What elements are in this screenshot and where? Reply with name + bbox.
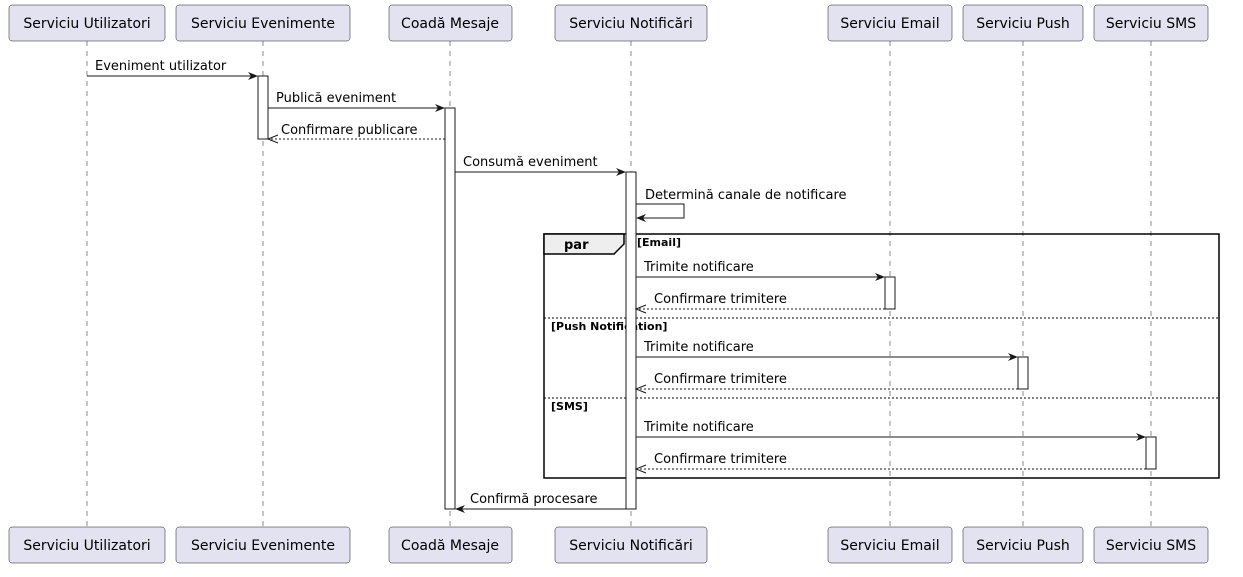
- message-10-label: Confirmare trimitere: [654, 452, 787, 467]
- message-9-label: Trimite notificare: [643, 420, 754, 435]
- svg-text:Serviciu Email: Serviciu Email: [840, 16, 939, 32]
- par-condition-email: [Email]: [637, 236, 681, 249]
- svg-text:Serviciu Push: Serviciu Push: [976, 16, 1070, 32]
- participant-queue-bottom: Coadă Mesaje: [388, 526, 513, 564]
- message-1-label: Publică eveniment: [276, 91, 396, 106]
- svg-text:Serviciu Notificări: Serviciu Notificări: [569, 538, 693, 554]
- par-fragment-tab: [543, 233, 625, 255]
- par-fragment: par [Email] [Push Notification] [SMS]: [543, 233, 1220, 479]
- par-condition-push: [Push Notification]: [551, 320, 667, 333]
- svg-text:Serviciu Evenimente: Serviciu Evenimente: [191, 16, 335, 32]
- svg-text:Coadă Mesaje: Coadă Mesaje: [401, 16, 499, 32]
- activation-events: [257, 75, 269, 140]
- participant-push-bottom: Serviciu Push: [962, 526, 1084, 564]
- svg-text:Serviciu Utilizatori: Serviciu Utilizatori: [23, 538, 150, 554]
- participant-users-top: Serviciu Utilizatori: [8, 4, 166, 42]
- message-10-arrowhead: [634, 464, 647, 474]
- participants-bottom: Serviciu Utilizatori Serviciu Evenimente…: [8, 526, 1209, 564]
- message-9-arrowhead: [1136, 433, 1146, 441]
- svg-text:Serviciu Utilizatori: Serviciu Utilizatori: [23, 16, 150, 32]
- svg-text:Serviciu Email: Serviciu Email: [840, 538, 939, 554]
- participant-notif-top: Serviciu Notificări: [554, 4, 708, 42]
- message-4-label: Determină canale de notificare: [645, 188, 847, 203]
- participant-sms-bottom: Serviciu SMS: [1093, 526, 1209, 564]
- message-11-arrowhead: [455, 505, 465, 513]
- message-7-label: Trimite notificare: [643, 340, 754, 355]
- message-2-label: Confirmare publicare: [281, 123, 418, 138]
- participants-top: Serviciu Utilizatori Serviciu Evenimente…: [8, 4, 1209, 42]
- message-0-label: Eveniment utilizator: [95, 59, 227, 74]
- message-11-label: Confirmă procesare: [470, 492, 598, 507]
- activation-email: [884, 276, 896, 310]
- svg-text:Serviciu SMS: Serviciu SMS: [1106, 538, 1196, 554]
- activation-push: [1017, 356, 1029, 390]
- message-4-arrowhead: [636, 214, 646, 222]
- par-fragment-frame: [543, 233, 1220, 479]
- participant-users-bottom: Serviciu Utilizatori: [8, 526, 166, 564]
- message-1-arrowhead: [435, 104, 445, 112]
- message-2-arrowhead: [266, 134, 279, 144]
- message-8-label: Confirmare trimitere: [654, 372, 787, 387]
- lifelines: [86, 41, 1152, 527]
- svg-text:Serviciu Push: Serviciu Push: [976, 538, 1070, 554]
- participant-queue-top: Coadă Mesaje: [388, 4, 513, 42]
- message-3-arrowhead: [616, 168, 626, 176]
- participant-events-bottom: Serviciu Evenimente: [175, 526, 351, 564]
- message-5-arrowhead: [875, 273, 885, 281]
- par-fragment-kind: par: [564, 238, 589, 253]
- activation-notif: [625, 171, 637, 510]
- message-6-label: Confirmare trimitere: [654, 292, 787, 307]
- participant-push-top: Serviciu Push: [962, 4, 1084, 42]
- messages: Eveniment utilizator Publică eveniment C…: [87, 59, 1146, 513]
- message-0-arrowhead: [248, 72, 258, 80]
- activation-sms: [1145, 436, 1157, 470]
- participant-notif-bottom: Serviciu Notificări: [554, 526, 708, 564]
- participant-email-top: Serviciu Email: [827, 4, 953, 42]
- message-5-label: Trimite notificare: [643, 260, 754, 275]
- message-4-line: [636, 203, 685, 219]
- svg-text:Serviciu Notificări: Serviciu Notificări: [569, 16, 693, 32]
- svg-text:Serviciu SMS: Serviciu SMS: [1106, 16, 1196, 32]
- message-7-arrowhead: [1008, 353, 1018, 361]
- svg-text:Coadă Mesaje: Coadă Mesaje: [401, 538, 499, 554]
- participant-sms-top: Serviciu SMS: [1093, 4, 1209, 42]
- svg-text:Serviciu Evenimente: Serviciu Evenimente: [191, 538, 335, 554]
- participant-events-top: Serviciu Evenimente: [175, 4, 351, 42]
- par-condition-sms: [SMS]: [551, 400, 588, 413]
- participant-email-bottom: Serviciu Email: [827, 526, 953, 564]
- message-6-arrowhead: [634, 304, 647, 314]
- message-8-arrowhead: [634, 384, 647, 394]
- message-3-label: Consumă eveniment: [463, 155, 598, 170]
- activation-queue: [444, 107, 456, 510]
